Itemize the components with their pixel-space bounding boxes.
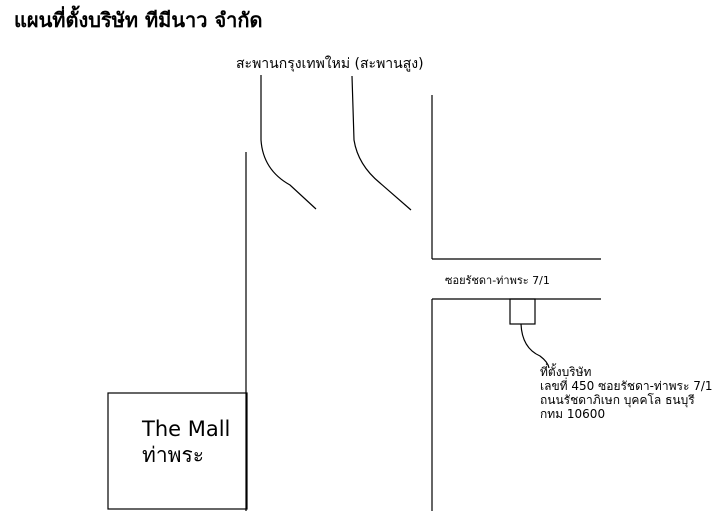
the-mall-name-th: ท่าพระ (142, 443, 205, 467)
address-line-1: เลขที่ 450 ซอยรัชดา-ท่าพระ 7/1 (540, 379, 713, 393)
address-line-3: กทม 10600 (540, 407, 606, 421)
the-mall-name-en: The Mall (142, 417, 231, 441)
company-address: ที่ตั้งบริษัท เลขที่ 450 ซอยรัชดา-ท่าพระ… (540, 365, 713, 421)
soi-label: ซอยรัชดา-ท่าพระ 7/1 (445, 274, 550, 287)
the-mall-label: The Mall ท่าพระ (142, 416, 230, 468)
the-mall-building (107, 392, 248, 510)
address-line-2: ถนนรัชดาภิเษก บุคคโล ธนบุรี (540, 393, 695, 407)
bridge-line-right (351, 75, 412, 211)
company-leader-line (520, 323, 550, 369)
company-heading: ที่ตั้งบริษัท (540, 365, 592, 379)
bridge-line-left (260, 75, 317, 210)
company-building-marker (509, 298, 536, 325)
bridge-label: สะพานกรุงเทพใหม่ (สะพานสูง) (236, 56, 424, 72)
page-title: แผนที่ตั้งบริษัท ทีมีนาว จำกัด (14, 8, 263, 32)
